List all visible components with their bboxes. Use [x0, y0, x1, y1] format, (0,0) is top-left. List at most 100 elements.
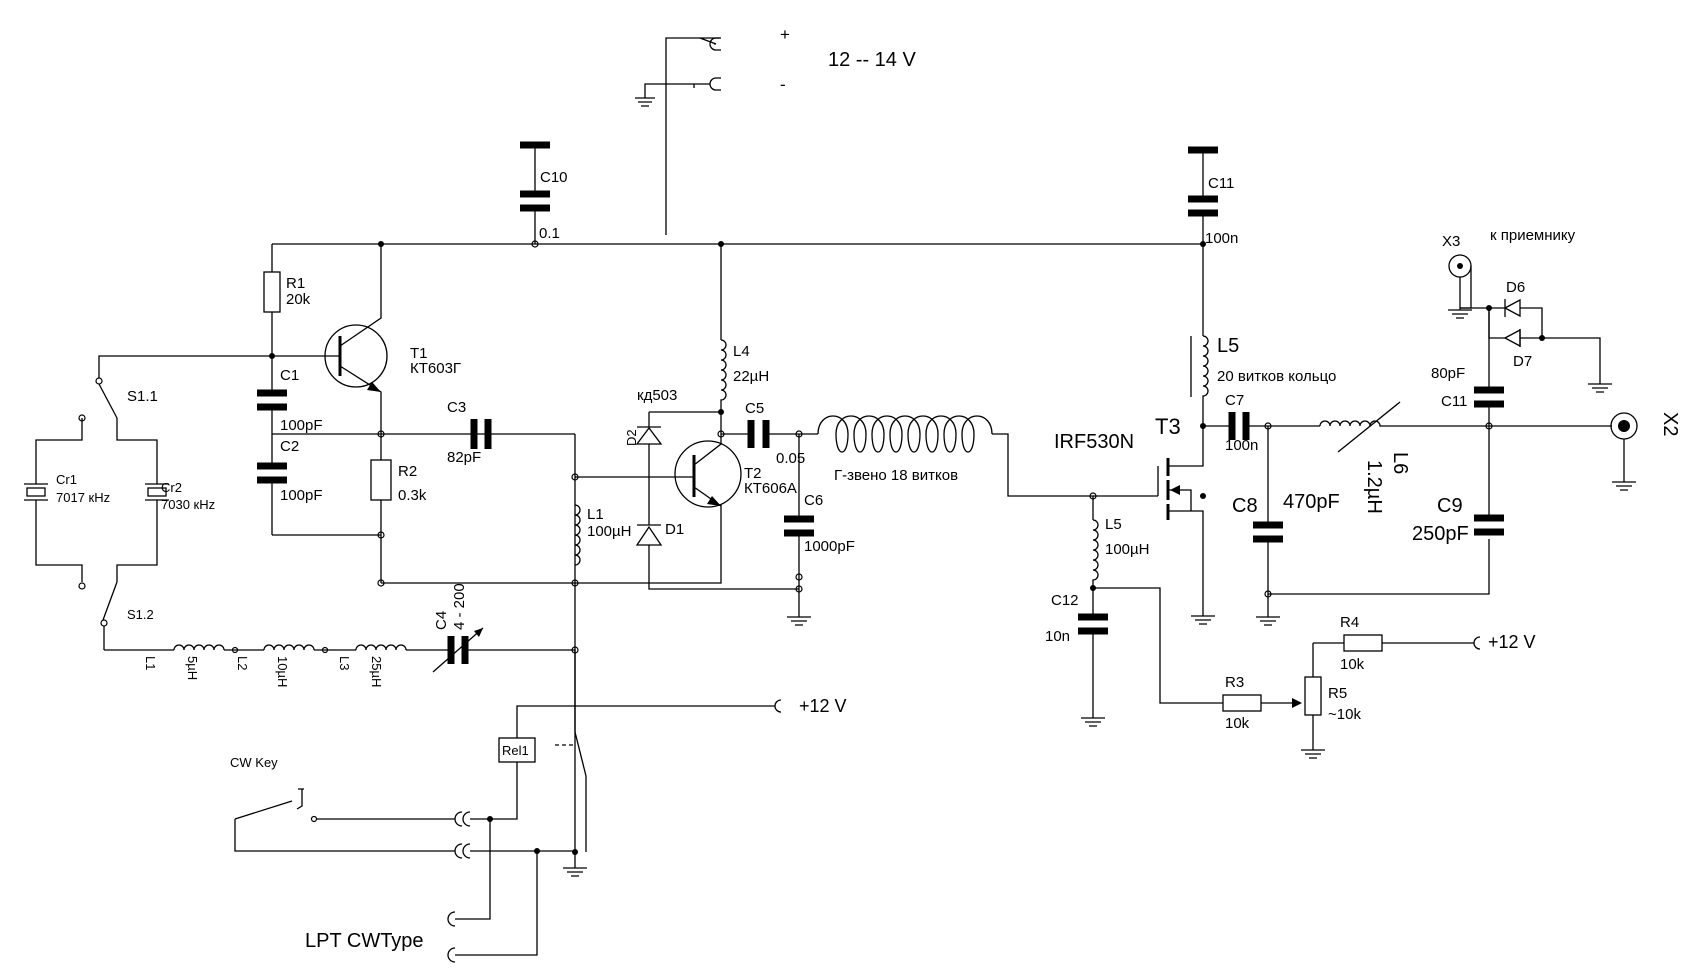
cw-key-label: CW Key: [230, 755, 278, 770]
c10-name: C10: [540, 169, 568, 186]
diodes-d1-d2: кд503 D2 D1: [624, 387, 799, 590]
inductor-l5-choke: L5 20 витков кольцо: [1190, 244, 1336, 426]
c7-name: C7: [1225, 392, 1244, 409]
power-input: + - 12 -- 14 V: [635, 25, 916, 235]
l5-choke-name: L5: [1217, 335, 1239, 357]
r4-name: R4: [1340, 614, 1359, 631]
l6-name: L6: [1389, 452, 1411, 474]
c2-name: C2: [280, 438, 299, 455]
r1-name: R1: [286, 275, 305, 292]
series-inductors: L1 5µH L2 10µH L3 25µH C4 4 - 200: [104, 583, 579, 687]
crystal-selector: S1.1 S1.2 Cr1 7017 кHz Cr2 7030 кHz: [24, 377, 215, 650]
s12-label: S1.2: [127, 607, 154, 622]
d1-name: D1: [665, 521, 684, 538]
c12-name: C12: [1051, 592, 1079, 609]
x3-note: к приемнику: [1490, 227, 1576, 244]
capacitor-c6: C6 1000pF: [784, 434, 855, 617]
l5-choke-note: 20 витков кольцо: [1217, 368, 1336, 385]
inductor-l4: L4 22µH: [720, 244, 769, 412]
r3-value: 10k: [1225, 715, 1250, 732]
inductor-l1: L1 100µH: [574, 504, 632, 566]
ls2-name: L2: [235, 656, 250, 670]
capacitor-c12: C12 10n: [1045, 588, 1108, 718]
capacitor-c9: C9 250pF: [1412, 426, 1504, 545]
cr2-name: Cr2: [161, 480, 182, 495]
r4-value: 10k: [1340, 656, 1365, 673]
t1-type: КТ603Г: [410, 360, 461, 377]
c3-name: C3: [447, 399, 466, 416]
pi-network-label: Г-звено 18 витков: [834, 467, 958, 484]
t3-type: IRF530N: [1054, 431, 1134, 453]
ls2-value: 10µH: [275, 656, 290, 687]
c2-value: 100pF: [280, 487, 323, 504]
transistor-t2: T2 КТ606А: [575, 412, 797, 508]
inductor-l5-gate: L5 100µH: [1092, 496, 1150, 588]
connector-x3: X3 к приемнику: [1442, 227, 1576, 319]
d6-name: D6: [1506, 279, 1525, 296]
d7-name: D7: [1513, 353, 1532, 370]
wire-base-switch: [98, 355, 272, 378]
r2-value: 0.3k: [398, 487, 427, 504]
inductor-pi-network: Г-звено 18 витков: [817, 415, 1093, 497]
relay-label: Rel1: [502, 743, 529, 758]
c7-value: 100n: [1225, 437, 1258, 454]
c9-name: C9: [1437, 495, 1463, 517]
c11-bypass-value: 100n: [1205, 230, 1238, 247]
r3-name: R3: [1225, 674, 1244, 691]
capacitor-c10: C10 0.1: [520, 141, 568, 248]
d2-name: D2: [624, 429, 639, 446]
c11-out-value: 80pF: [1431, 365, 1465, 382]
c5-name: C5: [745, 400, 764, 417]
mosfet-t3: IRF530N T3: [1054, 414, 1206, 616]
ls3-value: 25µH: [369, 656, 384, 687]
c8-name: C8: [1232, 495, 1258, 517]
c8-value: 470pF: [1283, 491, 1340, 513]
l4-value: 22µH: [733, 368, 769, 385]
l4-name: L4: [733, 343, 750, 360]
bias-network: R3 10k R5 ~10k R4 10k +12 V: [1093, 587, 1536, 759]
capacitor-c11-output: 80pF C11: [1431, 308, 1504, 426]
resistor-r1: R1 20k: [263, 244, 311, 356]
ls1-name: L1: [143, 656, 158, 670]
capacitor-c7: C7 100n: [1203, 392, 1320, 454]
c6-value: 1000pF: [804, 538, 855, 555]
t3-name: T3: [1155, 414, 1181, 439]
plus12-right: +12 V: [1488, 632, 1536, 652]
l6-value: 1.2µH: [1363, 460, 1385, 514]
r5-name: R5: [1328, 685, 1347, 702]
c11-bypass-name: C11: [1208, 175, 1234, 192]
s11-label: S1.1: [127, 388, 158, 405]
keying-circuit: Rel1 +12 V CW Key LPT CWType: [230, 650, 847, 963]
ls3-name: L3: [337, 656, 352, 670]
plus12-left: +12 V: [799, 696, 847, 716]
capacitor-c11-bypass: C11 100n: [1188, 146, 1238, 247]
cr2-value: 7030 кHz: [161, 497, 215, 512]
x2-name: X2: [1659, 412, 1681, 436]
l1-name: L1: [587, 506, 604, 523]
capacitor-c8: C8 470pF: [1232, 426, 1340, 617]
supply-voltage: 12 -- 14 V: [828, 49, 916, 71]
capacitor-c1: C1 100pF: [257, 356, 323, 434]
resistor-r2: R2 0.3k: [370, 430, 427, 583]
l5-gate-name: L5: [1105, 516, 1122, 533]
capacitor-c2: C2 100pF: [257, 434, 323, 535]
d2-type: кд503: [637, 387, 677, 404]
cr1-name: Cr1: [56, 472, 77, 487]
c11-out-name: C11: [1441, 393, 1467, 410]
capacitor-c3: C3 82pF: [447, 399, 492, 466]
c3-value: 82pF: [447, 449, 481, 466]
l1-value: 100µH: [587, 523, 632, 540]
r5-value: ~10k: [1328, 706, 1361, 723]
x3-name: X3: [1442, 233, 1460, 250]
c1-name: C1: [280, 367, 299, 384]
c4-name: C4: [433, 611, 450, 630]
c1-value: 100pF: [280, 417, 323, 434]
c6-name: C6: [804, 492, 823, 509]
supply-plus: +: [780, 25, 790, 44]
c5-value: 0.05: [776, 450, 805, 467]
lpt-label: LPT CWType: [305, 930, 424, 952]
diodes-d6-d7: D6 D7: [1460, 279, 1612, 393]
capacitor-c5: C5 0.05: [721, 400, 818, 467]
t2-name: T2: [744, 465, 762, 482]
